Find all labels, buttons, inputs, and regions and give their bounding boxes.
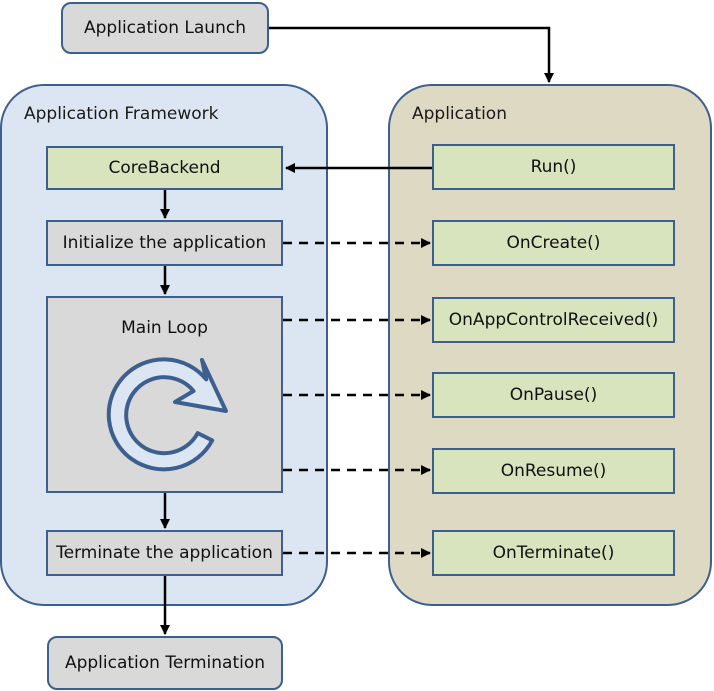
- application-termination-box: Application Termination: [47, 636, 283, 690]
- application-launch-box: Application Launch: [61, 2, 269, 54]
- launch-to-application-arrow: [269, 26, 554, 83]
- terminate-box: Terminate the application: [46, 530, 283, 576]
- refresh-loop-icon: [106, 357, 228, 472]
- initialize-box: Initialize the application: [46, 220, 283, 266]
- on-terminate-box: OnTerminate(): [432, 530, 675, 576]
- framework-title: Application Framework: [24, 104, 219, 124]
- main-loop-label: Main Loop: [121, 318, 208, 338]
- run-box: Run(): [432, 144, 675, 190]
- main-loop-box: Main Loop: [46, 296, 283, 493]
- core-backend-box: CoreBackend: [46, 146, 283, 190]
- on-create-box: OnCreate(): [432, 220, 675, 266]
- on-pause-box: OnPause(): [432, 372, 675, 418]
- on-app-control-received-box: OnAppControlReceived(): [432, 297, 675, 343]
- on-resume-box: OnResume(): [432, 448, 675, 494]
- application-title: Application: [412, 104, 507, 124]
